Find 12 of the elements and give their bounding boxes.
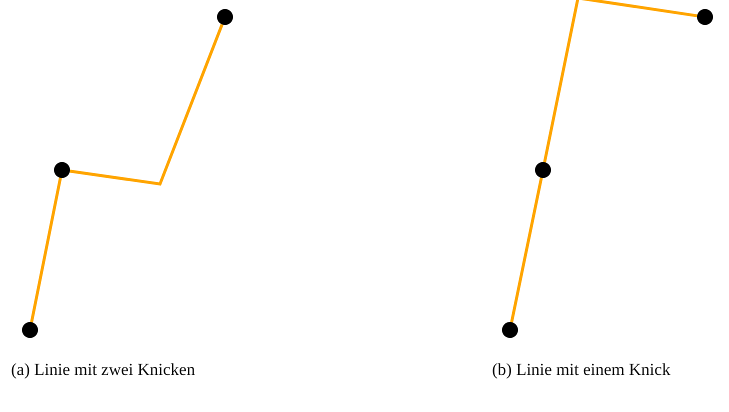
polyline: [70, 24, 224, 186]
point-dot: [22, 322, 38, 338]
point-dot: [217, 9, 233, 25]
point-dot: [697, 9, 713, 25]
point-dot: [502, 322, 518, 338]
polyline: [510, 178, 543, 322]
polyline: [30, 178, 62, 322]
subfigure-caption: (a) Linie mit zwei Knicken: [11, 359, 196, 381]
subfigure-caption: (b) Linie mit einem Knick: [492, 359, 672, 381]
point-dot: [54, 162, 70, 178]
point-dot: [535, 162, 551, 178]
polyline: [543, 0, 698, 162]
